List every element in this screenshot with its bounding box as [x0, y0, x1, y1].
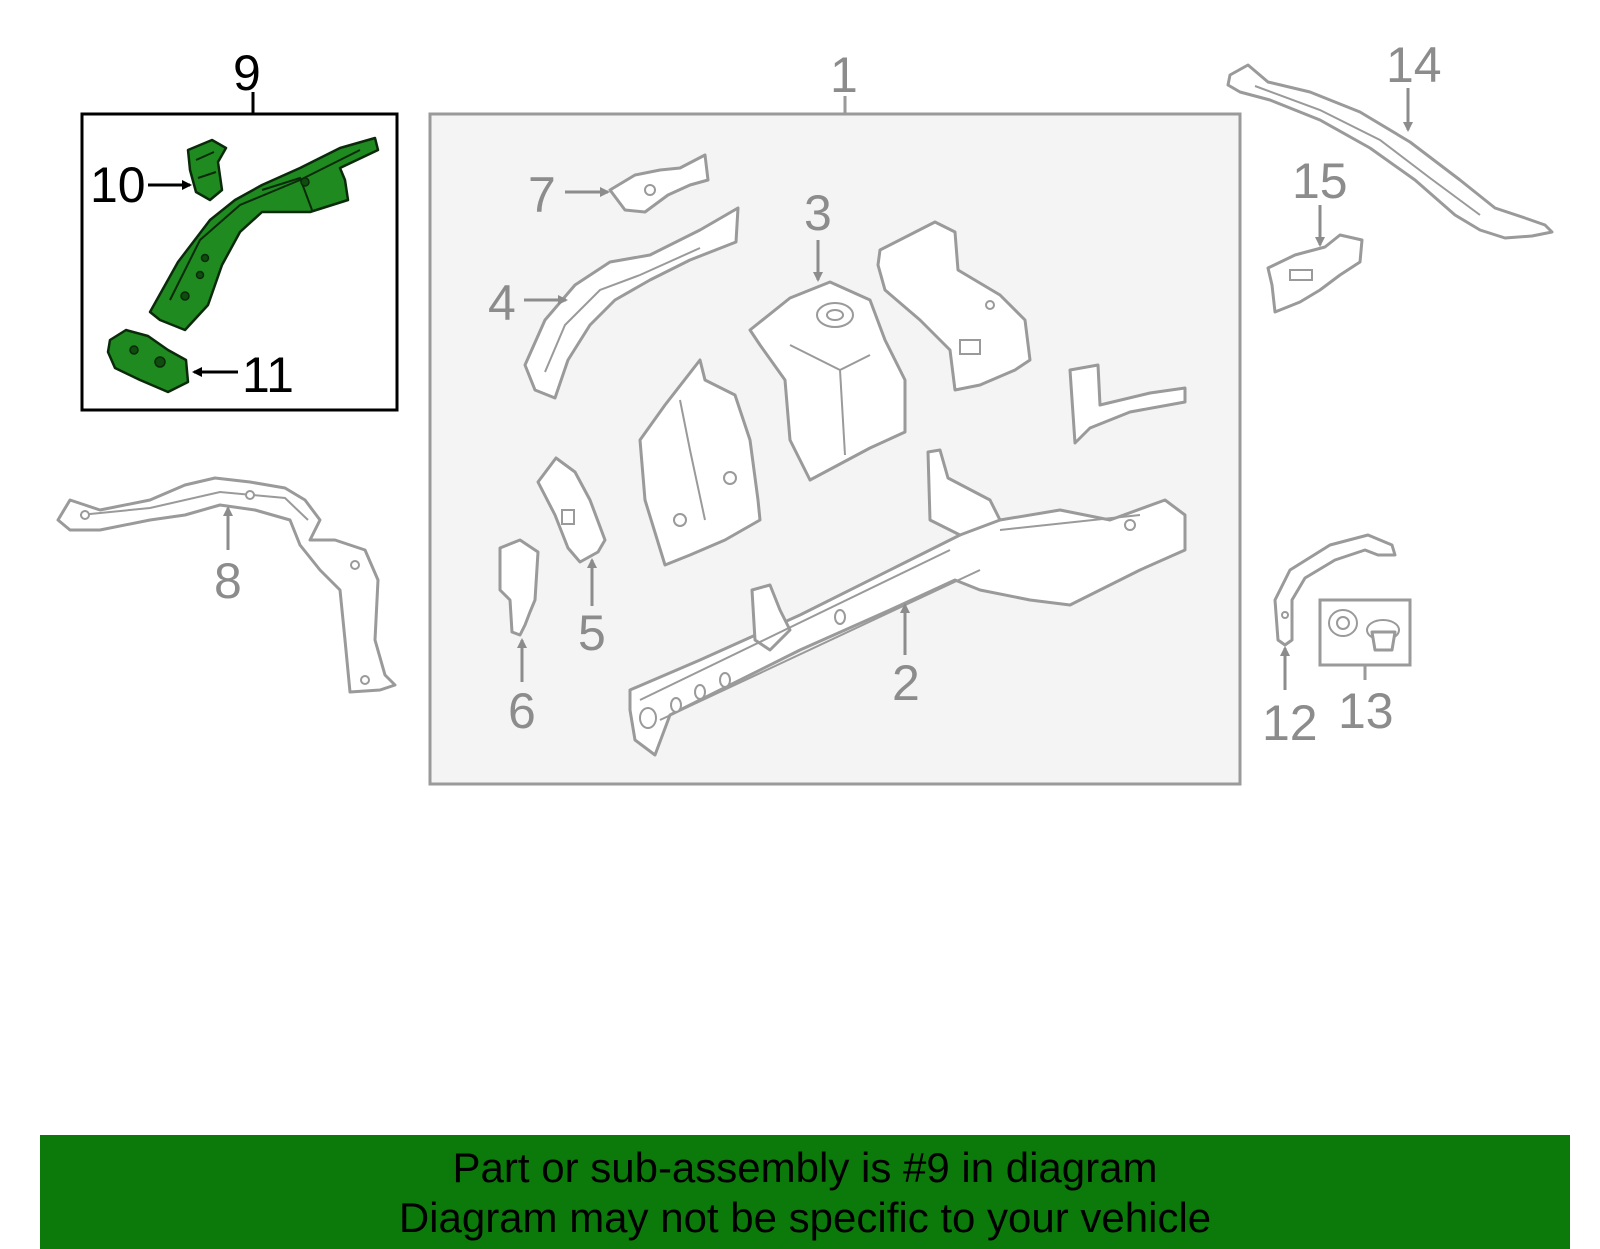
part-8[interactable] [56, 476, 397, 694]
label-11: 11 [242, 347, 294, 403]
part-7[interactable] [608, 153, 710, 214]
label-9: 9 [233, 45, 261, 101]
label-13: 13 [1338, 683, 1394, 739]
label-14: 14 [1386, 37, 1442, 93]
banner-line-1: Part or sub-assembly is #9 in diagram [452, 1144, 1158, 1191]
part-15[interactable] [1266, 233, 1364, 314]
part-3-strut-tower[interactable] [748, 280, 907, 482]
part-13-nut[interactable] [1328, 609, 1358, 637]
banner-line-2: Diagram may not be specific to your vehi… [398, 1194, 1212, 1241]
label-4: 4 [488, 275, 516, 331]
part-apron-bracket[interactable] [876, 220, 1032, 392]
label-1: 1 [830, 47, 858, 103]
label-6: 6 [508, 683, 536, 739]
label-8: 8 [214, 553, 242, 609]
part-12[interactable] [1273, 533, 1397, 647]
part-9-rail[interactable] [148, 136, 380, 332]
label-10: 10 [90, 157, 146, 213]
part-4[interactable] [523, 206, 740, 400]
part-11-plate[interactable] [106, 328, 190, 394]
label-3: 3 [804, 185, 832, 241]
part-10-bracket[interactable] [186, 138, 228, 202]
label-12: 12 [1262, 695, 1318, 751]
label-7: 7 [528, 167, 556, 223]
part-inner-panel[interactable] [638, 358, 762, 567]
part-5[interactable] [536, 456, 607, 564]
label-5: 5 [578, 605, 606, 661]
info-banner: Part or sub-assembly is #9 in diagram Di… [40, 1135, 1570, 1249]
label-2: 2 [892, 655, 920, 711]
part-angle-bracket[interactable] [1068, 363, 1187, 445]
label-15: 15 [1292, 153, 1348, 209]
part-14[interactable] [1226, 63, 1554, 240]
subassembly-9-box [80, 112, 399, 412]
part-2-frame-rail[interactable] [628, 448, 1187, 757]
part-13-clip[interactable] [1366, 619, 1400, 652]
part-6[interactable] [498, 538, 540, 637]
